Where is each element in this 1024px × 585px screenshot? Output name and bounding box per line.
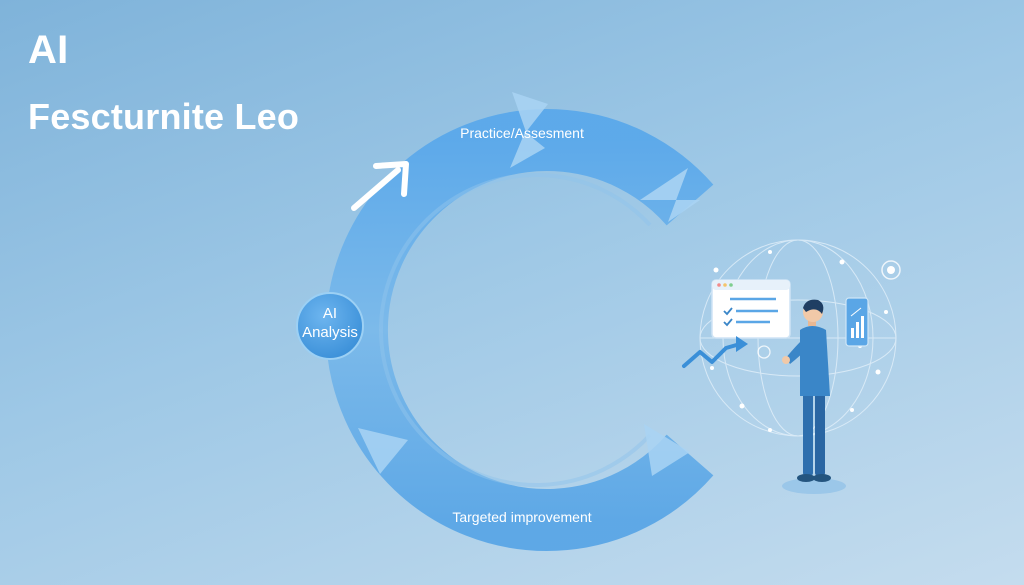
arrowhead-top-notch-2 (510, 132, 545, 168)
node-label-line2: Analysis (302, 324, 358, 341)
heading-line-1: AI (28, 28, 69, 72)
ring-arc (325, 109, 714, 551)
arrowhead-bottom-left (358, 428, 408, 474)
heading-line-2: Fescturnite Leo (28, 96, 300, 137)
cycle-ring (325, 109, 714, 551)
phone-chart-icon (845, 297, 869, 347)
ai-analysis-node: AI Analysis (296, 292, 364, 360)
node-label-line1: AI (323, 305, 337, 322)
arrowhead-bottom-right (644, 424, 690, 476)
target-dot-icon (881, 260, 901, 280)
ring-arrowheads (358, 92, 700, 476)
stage-label-bottom: Targeted improvement (452, 509, 591, 525)
trend-line-icon (682, 336, 771, 368)
arrow-up-right-icon (351, 161, 409, 211)
stage-label-top: Practice/Assesment (460, 125, 584, 141)
person-figure-icon (782, 299, 846, 494)
ring-inner-edge (378, 173, 652, 487)
arrowhead-top-right (640, 168, 700, 222)
checklist-window-icon (711, 279, 791, 339)
arrowhead-top-notch (512, 92, 548, 132)
